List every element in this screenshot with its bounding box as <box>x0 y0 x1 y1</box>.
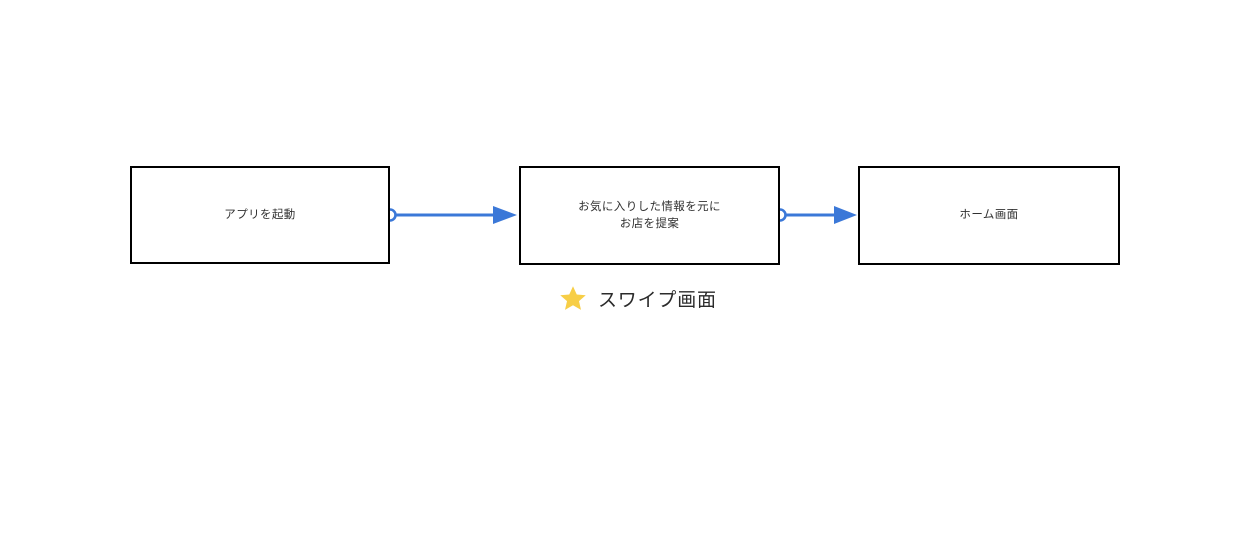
edge-app-launch-to-suggest[interactable] <box>383 206 518 224</box>
annotation-swipe-label: スワイプ画面 <box>598 289 717 311</box>
edge-target-arrow-icon <box>834 206 857 224</box>
annotation-swipe: スワイプ画面 <box>558 283 717 313</box>
edge-suggest-to-home[interactable] <box>773 206 858 224</box>
node-home-screen-label: ホーム画面 <box>959 209 1019 221</box>
node-app-launch[interactable]: アプリを起動 <box>130 166 390 264</box>
edge-target-arrow-icon <box>493 206 517 224</box>
star-icon <box>560 286 586 310</box>
node-suggest-shop[interactable]: お気に入りした情報を元に お店を提案 <box>519 166 780 265</box>
node-home-screen[interactable]: ホーム画面 <box>858 166 1120 265</box>
node-suggest-shop-label: お気に入りした情報を元に お店を提案 <box>578 200 721 230</box>
node-app-launch-label: アプリを起動 <box>224 208 296 221</box>
